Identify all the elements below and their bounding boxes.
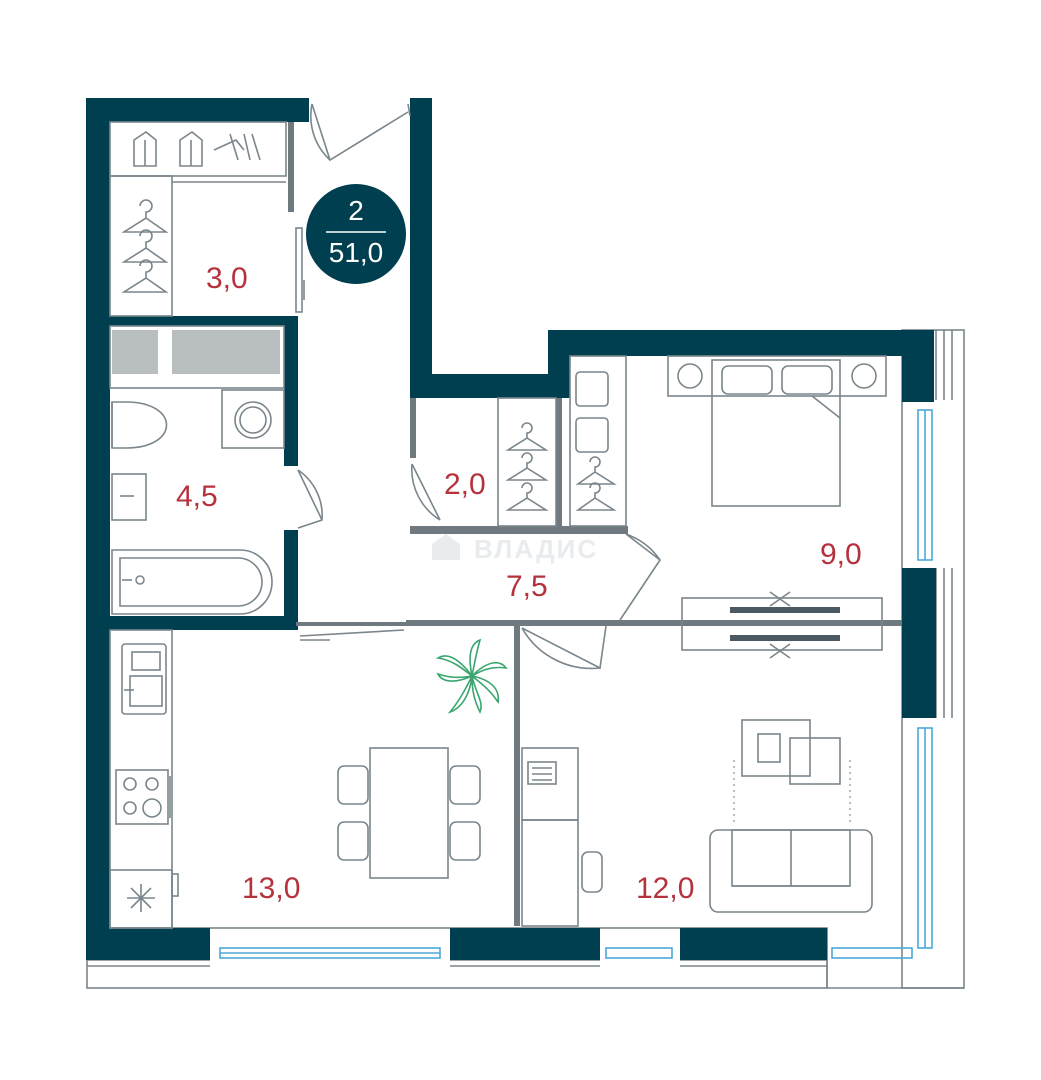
exterior-walls: [86, 98, 936, 960]
hanger-icon: [505, 422, 549, 511]
plant-icon: [435, 638, 508, 714]
watermark-text: ВЛАДИС: [474, 534, 598, 564]
wardrobe-room: [109, 121, 287, 317]
sink-icon: [121, 643, 167, 715]
room-area-bathroom: 4,5: [176, 480, 218, 513]
badge-rooms: 2: [348, 195, 364, 226]
room-area-wardrobe: 3,0: [206, 262, 248, 295]
stove-icon: [115, 769, 171, 825]
apartment-badge: 2 51,0: [306, 184, 406, 284]
sliding-wardrobe: [681, 591, 883, 659]
fridge-icon: [109, 869, 179, 929]
table-icon: [369, 747, 449, 879]
closet: [497, 397, 557, 527]
room-area-bedroom: 9,0: [820, 538, 862, 571]
tv-stand: [733, 719, 851, 826]
room-area-closet: 2,0: [444, 468, 486, 501]
hanger-icon: [213, 133, 261, 161]
toilet-icon: [111, 401, 168, 449]
sink-icon: [111, 473, 147, 521]
hanger-icon: [121, 199, 169, 293]
room-area-kitchen: 13,0: [242, 872, 300, 905]
storage-shelves: [109, 325, 285, 389]
room-area-hallway: 7,5: [506, 570, 548, 603]
doors: [295, 103, 662, 670]
badge-area: 51,0: [329, 237, 384, 268]
bed-icon: [667, 355, 887, 507]
watermark: ВЛАДИС: [432, 534, 598, 564]
desk-icon: [521, 747, 603, 927]
bathroom: [111, 389, 285, 615]
bedroom-wardrobe: [569, 355, 627, 527]
bathtub-icon: [111, 549, 273, 615]
chair-icon: [337, 765, 481, 861]
sofa-icon: [709, 829, 873, 913]
kitchen: [109, 629, 179, 929]
jacket-icon: [179, 131, 203, 167]
room-area-living: 12,0: [636, 872, 694, 905]
washing-machine-icon: [221, 389, 285, 449]
glazing: [219, 409, 933, 959]
window-frames: [86, 329, 965, 989]
partitions: [288, 122, 902, 926]
jacket-icon: [133, 131, 157, 167]
